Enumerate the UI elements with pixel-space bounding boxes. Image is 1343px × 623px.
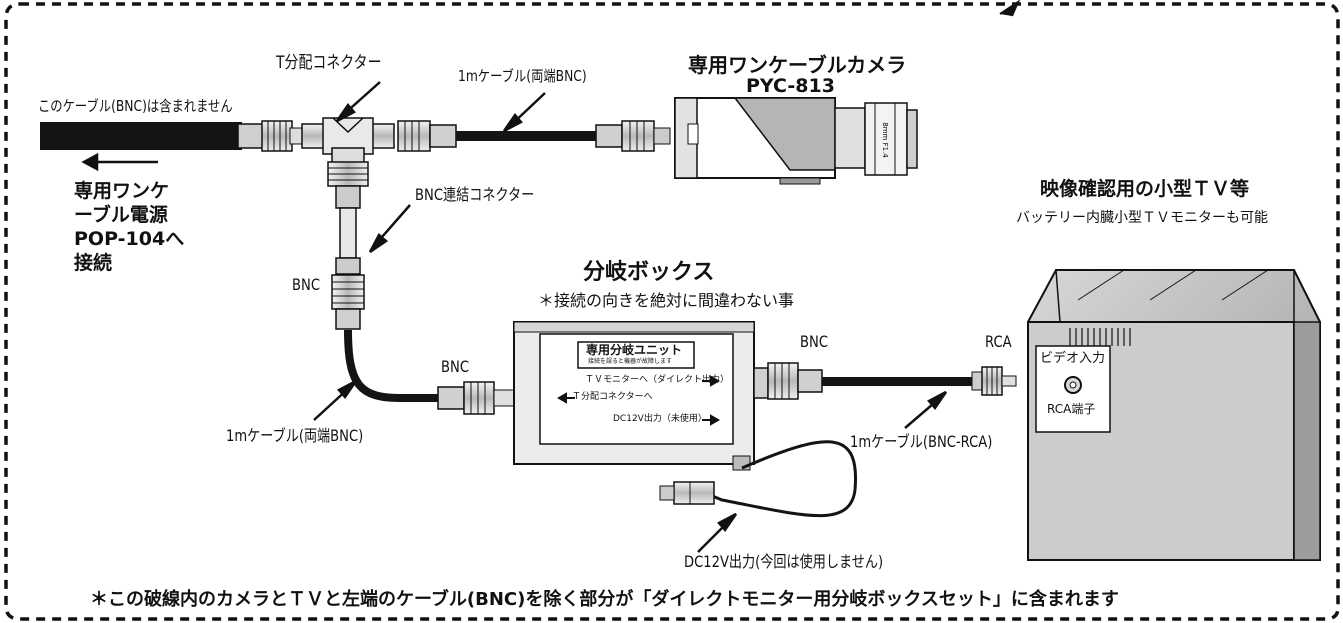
dc-plug: [659, 481, 715, 505]
t-connector: [301, 117, 395, 187]
dashed-boundary: [4, 2, 1340, 621]
rca-plug: [971, 366, 1017, 396]
top-right-arrow: [999, 0, 1020, 17]
label-power-4: 接続: [74, 252, 113, 274]
label-bnc-box-left: BNC: [441, 357, 469, 376]
label-bnc-left: BNC: [292, 275, 320, 294]
label-tv-note: バッテリー内臓小型ＴＶモニターも可能: [1016, 210, 1268, 226]
bnc-jack-box-right: [753, 362, 823, 400]
label-camera-model: PYC-813: [746, 75, 835, 97]
label-cable-bottom-left: 1mケーブル(両端BNC): [226, 426, 364, 445]
tv-monitor: [1027, 269, 1321, 561]
lens-label: 8mm F1.4: [881, 122, 889, 158]
label-dc-out: DC12V出力(今回は使用しません): [684, 552, 884, 571]
bnc-plug-left: [237, 120, 303, 152]
label-bnc-coupler: BNC連結コネクター: [415, 185, 535, 204]
tv-vents: [1069, 328, 1131, 346]
label-cable-bottom-right: 1mケーブル(BNC-RCA): [850, 432, 993, 451]
unit-row-dc: DC12V出力（未使用）: [613, 414, 707, 424]
label-power-1: 専用ワンケ: [74, 180, 170, 202]
unit-row-t: Ｔ分配コネクターへ: [572, 392, 653, 402]
label-tv-title: 映像確認用の小型ＴＶ等: [1040, 178, 1250, 200]
label-video-in: ビデオ入力: [1040, 351, 1106, 366]
callout-arrows: [81, 81, 948, 553]
bnc-plug-vertical: [331, 274, 365, 330]
label-rca-terminal: RCA端子: [1047, 402, 1096, 416]
label-power-3: POP-104へ: [74, 228, 185, 250]
unit-subtitle: 接続を誤ると機器が故障します: [588, 358, 673, 365]
bnc-coupler: [335, 185, 361, 275]
cable-top-assembly: [397, 120, 671, 152]
label-box-title: 分岐ボックス: [583, 260, 715, 285]
branch-box: [513, 321, 755, 471]
cable-bnc-rca: [822, 377, 972, 386]
label-rca: RCA: [985, 332, 1012, 351]
camera-body: 8mm F1.4: [674, 97, 918, 185]
label-bnc-box-right: BNC: [800, 332, 828, 351]
unit-row-tv: ＴＶモニターへ（ダイレクト出力）: [585, 375, 730, 385]
unit-arrows: [556, 375, 721, 426]
label-power-2: ーブル電源: [74, 204, 168, 226]
bnc-plug-box-left: [437, 381, 515, 415]
label-box-note: ＊接続の向きを絶対に間違わない事: [538, 291, 795, 310]
external-power-cable: [40, 122, 242, 150]
unit-title: 専用分岐ユニット: [586, 343, 683, 357]
dc-lead: [709, 440, 858, 518]
label-cable-not-included: このケーブル(BNC)は含まれません: [38, 97, 233, 115]
label-camera-title: 専用ワンケーブルカメラ: [688, 53, 907, 77]
cable-to-box: [344, 329, 440, 402]
label-t-connector: T分配コネクター: [276, 53, 382, 73]
footer-note: ＊この破線内のカメラとＴＶと左端のケーブル(BNC)を除く部分が「ダイレクトモニ…: [90, 589, 1119, 610]
label-cable-top: 1mケーブル(両端BNC): [458, 67, 587, 85]
